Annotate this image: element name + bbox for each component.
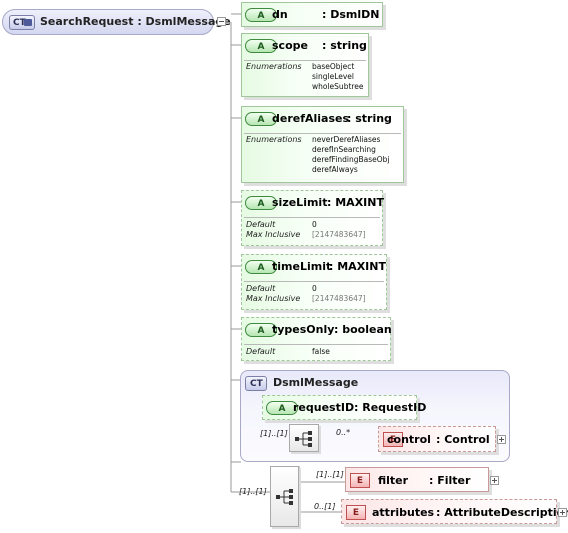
enum-value: derefAlways (312, 165, 358, 174)
element-name: attributes (372, 506, 435, 519)
attribute-name: typesOnly (272, 323, 335, 336)
attribute-scope[interactable]: A scope : string Enumerations baseObject… (241, 33, 369, 97)
sequence-compositor-icon[interactable] (270, 466, 299, 527)
separator (244, 133, 401, 134)
enum-value: wholeSubtree (312, 82, 364, 91)
element-icon: E (346, 505, 366, 520)
dsmlmessage-title: DsmlMessage (273, 376, 359, 389)
attribute-icon: A (245, 39, 277, 53)
complex-type-icon: CT (245, 376, 267, 391)
attribute-name: scope (272, 39, 308, 52)
arrow-icon (24, 19, 32, 26)
attribute-type: : boolean (334, 323, 392, 336)
facet-value: 0 (312, 220, 317, 229)
attribute-name: requestID (293, 401, 355, 414)
attribute-type: : MAXINT (329, 260, 386, 273)
expand-toggle-icon[interactable] (490, 476, 499, 485)
separator (244, 217, 380, 218)
attribute-typesonly[interactable]: A typesOnly : boolean Default false (241, 317, 392, 361)
sequence-compositor-icon[interactable] (289, 424, 319, 452)
attribute-type: : RequestID (354, 401, 427, 414)
element-occurrence: [1]..[1] (316, 470, 344, 479)
element-attributes[interactable]: E attributes : AttributeDescriptions (341, 499, 568, 524)
expand-toggle-icon[interactable] (497, 435, 506, 444)
separator (244, 60, 366, 61)
attribute-type: : MAXINT (327, 196, 384, 209)
enum-value: singleLevel (312, 72, 355, 81)
attribute-dn[interactable]: A dn : DsmlDN (241, 2, 383, 27)
attribute-icon: A (245, 196, 277, 210)
facet-label: Default (246, 220, 276, 229)
attribute-sizelimit[interactable]: A sizeLimit : MAXINT Default 0 Max Inclu… (241, 190, 384, 246)
element-type: : AttributeDescriptions (436, 506, 568, 519)
element-control[interactable]: E control : Control (378, 426, 496, 452)
attribute-type: : DsmlDN (322, 8, 380, 21)
facet-value: [2147483647] (312, 294, 366, 303)
facet-value: 0 (312, 284, 317, 293)
attribute-icon: A (245, 112, 277, 126)
sequence-icon (276, 489, 293, 505)
attribute-derefaliases[interactable]: A derefAliases : string Enumerations nev… (241, 106, 404, 183)
facet-value: [2147483647] (312, 230, 366, 239)
element-name: control (387, 433, 431, 446)
enumerations-label: Enumerations (246, 62, 302, 71)
enum-value: derefFindingBaseObj (312, 155, 390, 164)
facet-label: Default (246, 347, 276, 356)
facet-label: Default (246, 284, 276, 293)
element-type: : Filter (429, 474, 471, 487)
element-type: : Control (436, 433, 490, 446)
facet-label: Max Inclusive (246, 230, 301, 239)
separator (244, 344, 388, 345)
sequence-icon (295, 431, 312, 447)
element-occurrence: 0..[1] (314, 502, 336, 511)
collapse-toggle-icon[interactable] (217, 17, 226, 26)
attribute-type: : string (347, 112, 392, 125)
attribute-icon: A (245, 323, 277, 337)
searchrequest-complex-type[interactable]: CT SearchRequest : DsmlMessage (2, 9, 231, 35)
attribute-icon: A (266, 401, 298, 415)
attribute-name: timeLimit (272, 260, 332, 273)
attribute-name: dn (272, 8, 288, 21)
element-icon: E (350, 473, 370, 488)
separator (244, 281, 384, 282)
attribute-icon: A (245, 260, 277, 274)
element-filter[interactable]: E filter : Filter (345, 467, 489, 492)
facet-label: Max Inclusive (246, 294, 301, 303)
complex-type-icon: CT (9, 15, 35, 30)
attribute-requestid[interactable]: A requestID : RequestID (262, 395, 426, 420)
element-occurrence: 0..* (336, 428, 351, 437)
sequence-occurrence: [1]..[1] (260, 429, 288, 438)
enum-value: derefInSearching (312, 145, 376, 154)
attribute-name: derefAliases (272, 112, 350, 125)
element-icon: E (383, 432, 403, 447)
complex-type-badge-label: CT (13, 18, 26, 28)
attribute-type: : string (322, 39, 367, 52)
enumerations-label: Enumerations (246, 135, 302, 144)
facet-value: false (312, 347, 330, 356)
enum-value: baseObject (312, 62, 355, 71)
expand-toggle-icon[interactable] (558, 508, 567, 517)
sequence-occurrence: [1]..[1] (239, 487, 267, 496)
attribute-timelimit[interactable]: A timeLimit : MAXINT Default 0 Max Inclu… (241, 254, 387, 310)
enum-value: neverDerefAliases (312, 135, 381, 144)
attribute-icon: A (245, 8, 277, 22)
complex-type-badge-label: CT (250, 379, 263, 389)
attribute-name: sizeLimit (272, 196, 328, 209)
element-name: filter (378, 474, 409, 487)
searchrequest-title: SearchRequest : DsmlMessage (40, 15, 231, 28)
